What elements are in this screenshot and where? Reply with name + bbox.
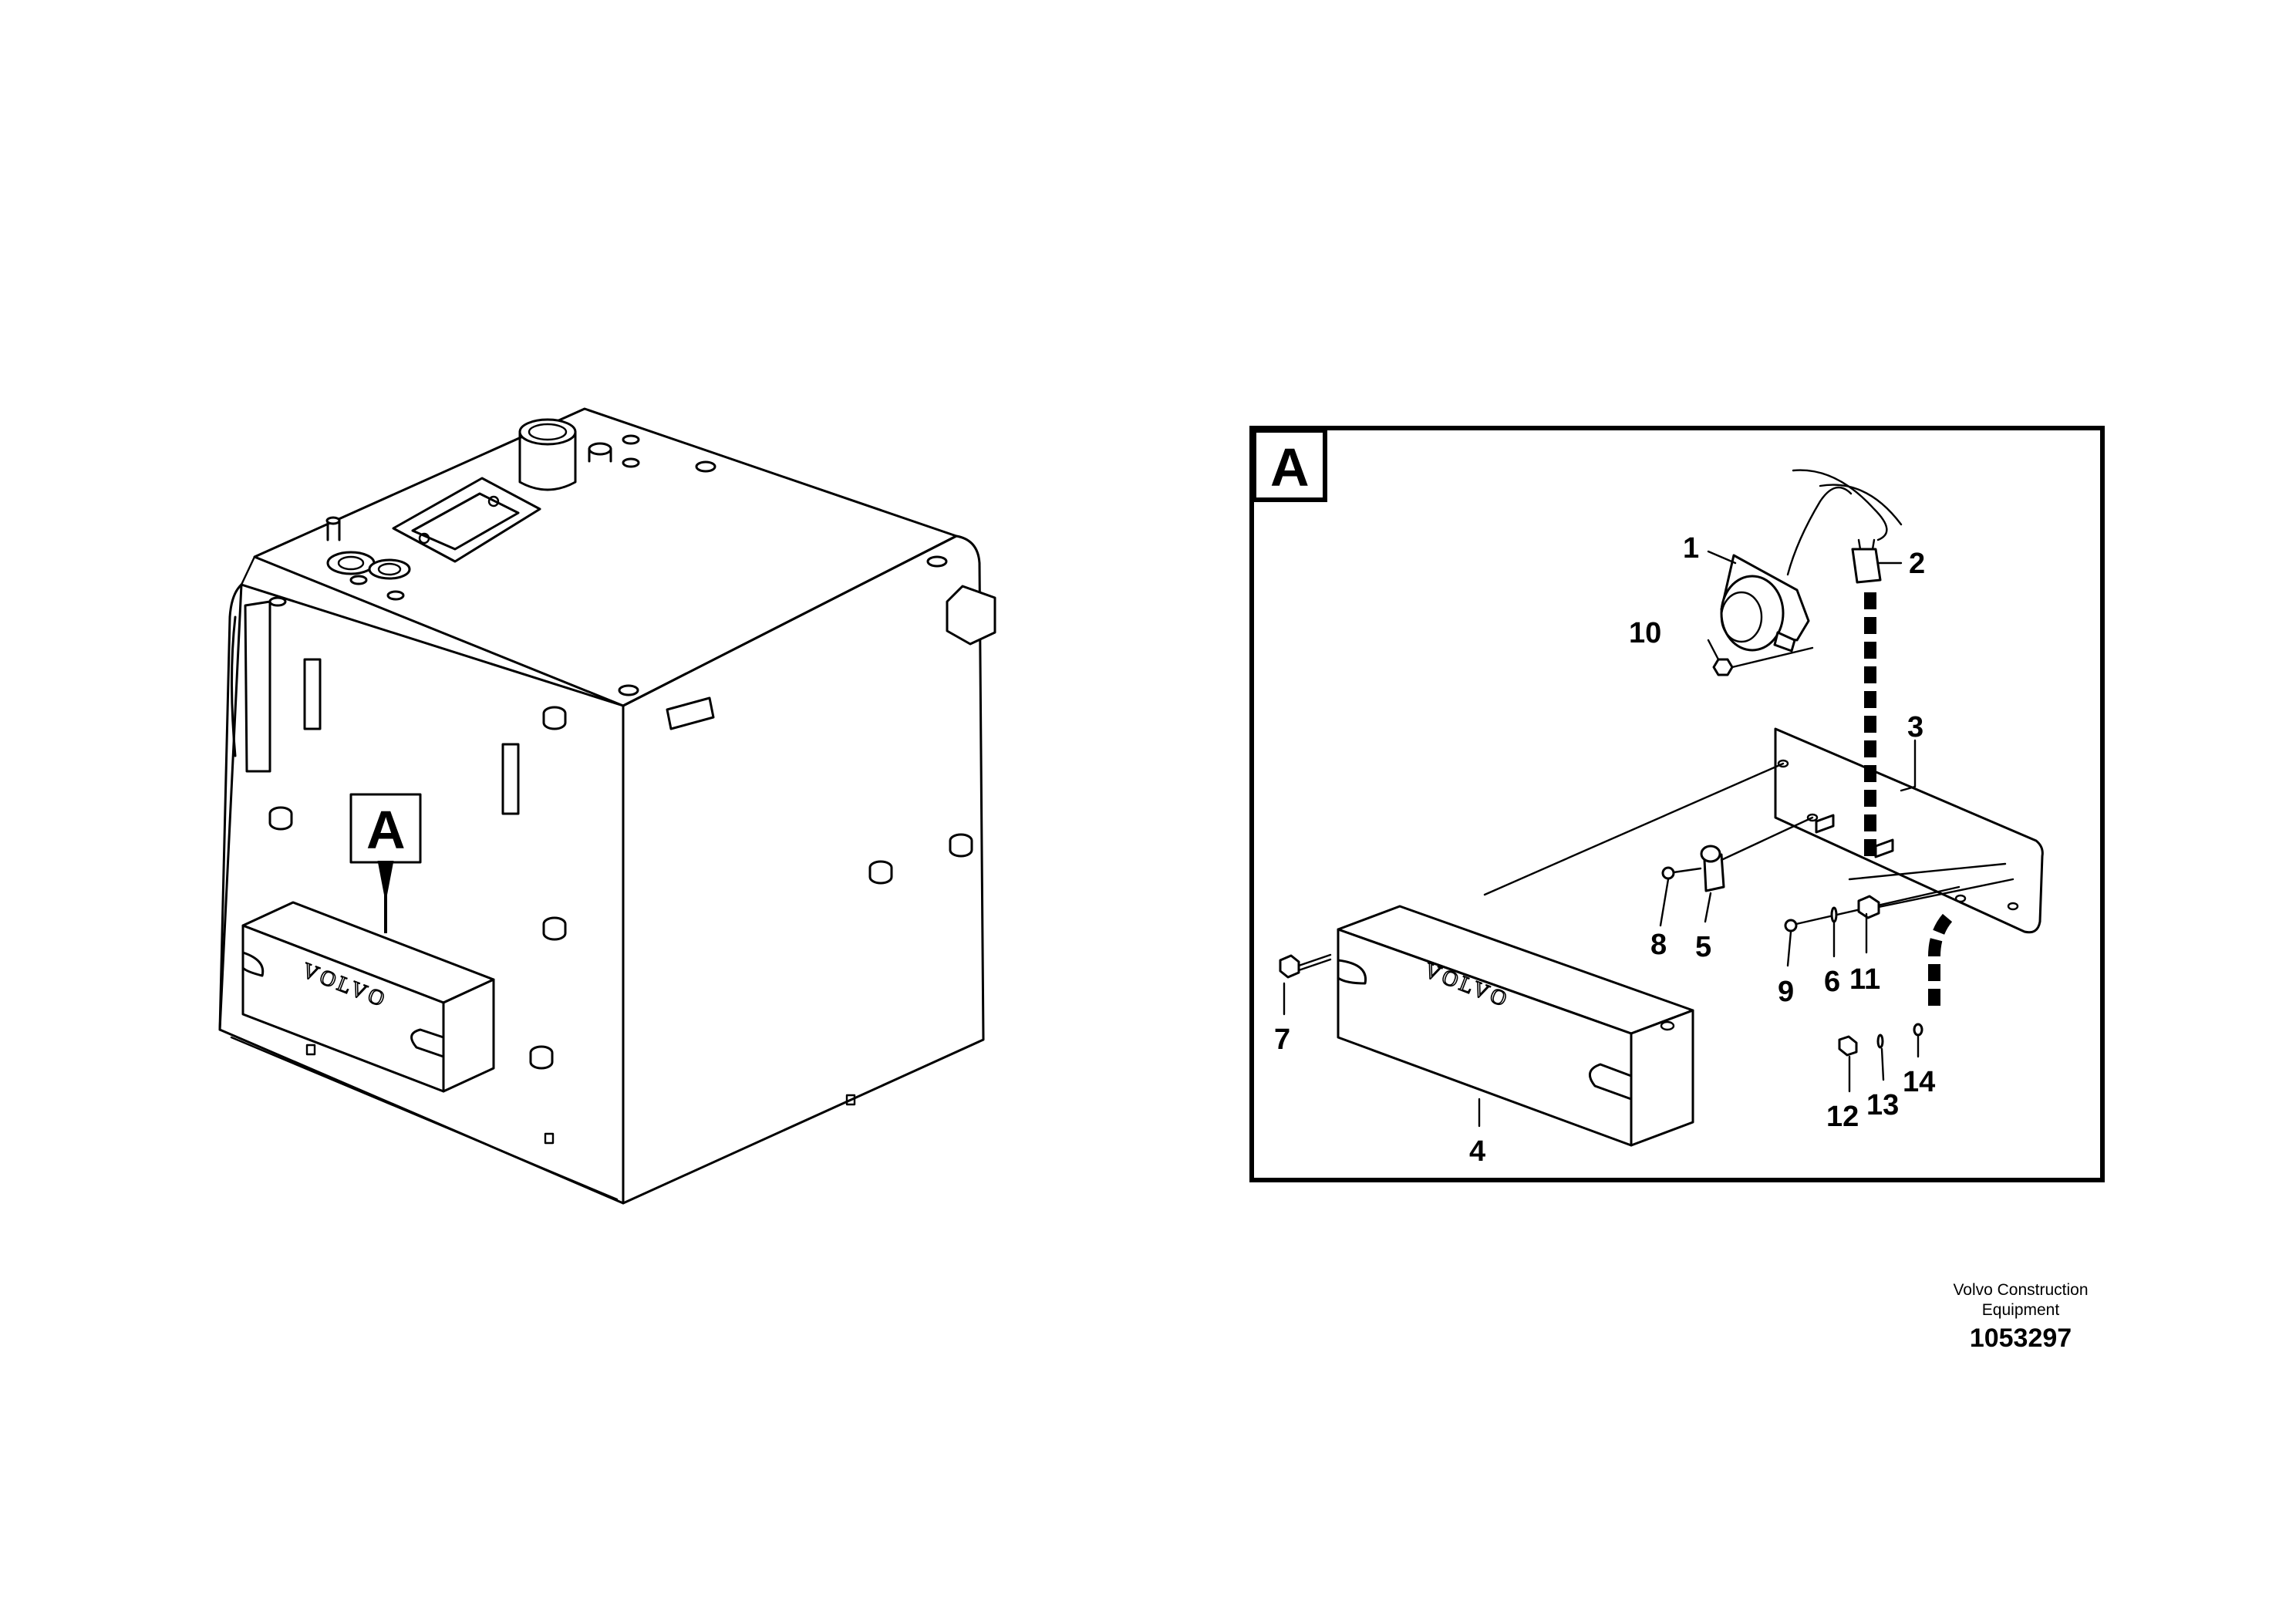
callout-2: 2	[1909, 548, 1925, 580]
callout-4: 4	[1469, 1135, 1485, 1168]
callout-13: 13	[1866, 1089, 1899, 1121]
callout-1: 1	[1683, 532, 1699, 565]
detail-frame	[1249, 426, 2105, 1182]
company-name-line1: Volvo Construction	[1953, 1281, 2089, 1299]
detail-view-label: A	[1270, 437, 1310, 497]
mounting-plate	[1774, 727, 2044, 934]
overview-view-label: A	[366, 800, 406, 860]
callout-14: 14	[1903, 1066, 1935, 1098]
callout-9: 9	[1778, 976, 1794, 1008]
connector	[1851, 548, 1882, 584]
callout-10: 10	[1629, 617, 1661, 649]
callout-7: 7	[1274, 1023, 1290, 1056]
callout-12: 12	[1826, 1101, 1859, 1133]
company-name: Volvo Construction Equipment	[1913, 1280, 2129, 1320]
callout-11: 11	[1849, 963, 1880, 996]
drawing-number: 1053297	[1969, 1324, 2072, 1353]
tank-overview: VOLVO A	[218, 407, 996, 1205]
callout-6: 6	[1824, 966, 1840, 998]
callout-5: 5	[1695, 931, 1711, 963]
company-name-line2: Equipment	[1981, 1301, 2060, 1319]
callout-3: 3	[1907, 711, 1923, 744]
callout-8: 8	[1650, 929, 1667, 961]
overview-view-arrow	[377, 861, 394, 933]
detail-view-a: A VOLVO	[1249, 426, 2105, 1182]
detail-view-label-box	[1252, 428, 1327, 502]
overview-view-label-box	[349, 793, 422, 864]
